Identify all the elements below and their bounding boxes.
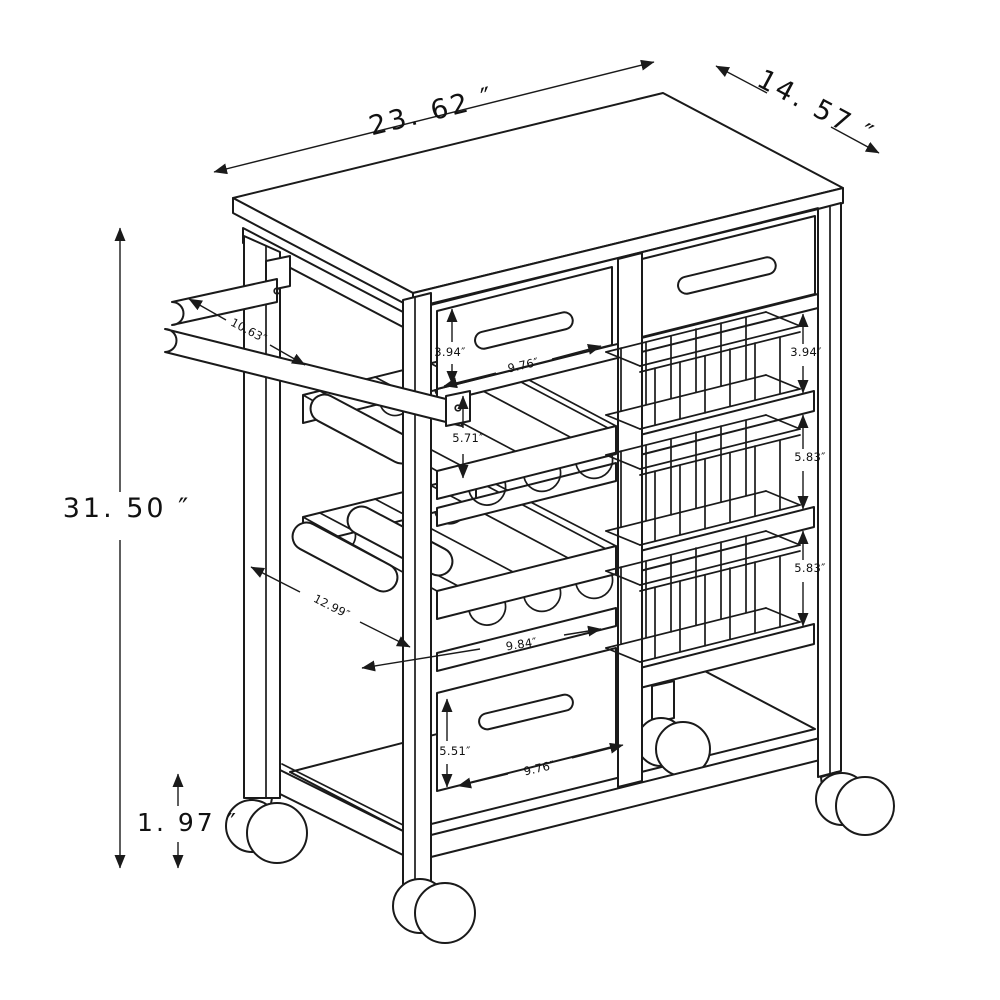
drawer-handle [677, 256, 777, 295]
dim-wine-rack-opening-height: 5.71″ [452, 395, 484, 479]
dim-caster-height: 1. 97 ″ [137, 773, 239, 869]
wire-basket-3 [605, 530, 801, 663]
dim-label-wine-rail-depth: 12.99″ [311, 591, 352, 621]
wine-rack-lower [436, 545, 617, 626]
dim-wine-rack-width: 9.84″ [361, 625, 602, 672]
dim-label-top-drawer-right-height: 3.94″ [790, 345, 822, 359]
leg-back-left [243, 235, 281, 799]
wire-basket-2 [605, 414, 801, 546]
dim-label-top-drawer-left-width: 9.76″ [506, 355, 540, 376]
dim-label-bottom-drawer-height: 5.51″ [439, 744, 471, 758]
left-side-frame [242, 227, 404, 856]
caster-back-right [636, 680, 711, 777]
dim-bottom-drawer-width: 9.76″ [457, 742, 624, 789]
top-left-drawer [436, 266, 613, 390]
leg-front-left [402, 292, 432, 885]
dim-label-top-drawer-left-height: 3.94″ [434, 345, 466, 359]
center-stile [617, 252, 643, 788]
caster-front-right [815, 771, 895, 836]
wire-basket-1 [605, 311, 801, 430]
bottom-drawer [436, 647, 617, 792]
basket-rails [623, 390, 815, 690]
drawer-handle [474, 311, 574, 350]
dim-top-drawer-left-height: 3.94″ [434, 308, 466, 385]
dim-overall-height: 31. 50 ″ [63, 227, 192, 869]
towel-bar [164, 255, 471, 427]
dim-label-overall-height: 31. 50 ″ [63, 493, 192, 524]
dim-label-basket-2-height: 5.83″ [794, 561, 826, 575]
dim-label-overall-depth: 14. 57 ″ [752, 64, 880, 152]
dim-bottom-drawer-height: 5.51″ [439, 698, 471, 788]
leg-front-right [817, 202, 842, 778]
dim-basket-opening-2-height: 5.83″ [794, 530, 826, 627]
wine-rack-upper [436, 425, 617, 506]
dim-label-caster-height: 1. 97 ″ [137, 808, 239, 837]
dim-label-overall-width: 23. 62 ″ [366, 81, 498, 142]
dim-top-drawer-left-width: 9.76″ [443, 344, 602, 389]
dim-label-wine-rack-height: 5.71″ [452, 431, 484, 445]
wine-bottle [291, 521, 399, 593]
dim-label-wine-rack-width: 9.84″ [505, 635, 539, 654]
top-right-drawer [641, 215, 816, 338]
dim-label-basket-1-height: 5.83″ [794, 450, 826, 464]
caster-front-left [392, 878, 476, 944]
front-frame [402, 202, 842, 885]
tabletop [232, 92, 844, 309]
dim-basket-opening-1-height: 5.83″ [794, 414, 826, 510]
drawer-handle [478, 693, 574, 731]
dim-top-drawer-right-height: 3.94″ [790, 313, 822, 394]
caster-back-left [225, 797, 308, 864]
dim-label-bottom-drawer-width: 9.76″ [522, 758, 556, 779]
towel-bar-screw [273, 287, 281, 295]
